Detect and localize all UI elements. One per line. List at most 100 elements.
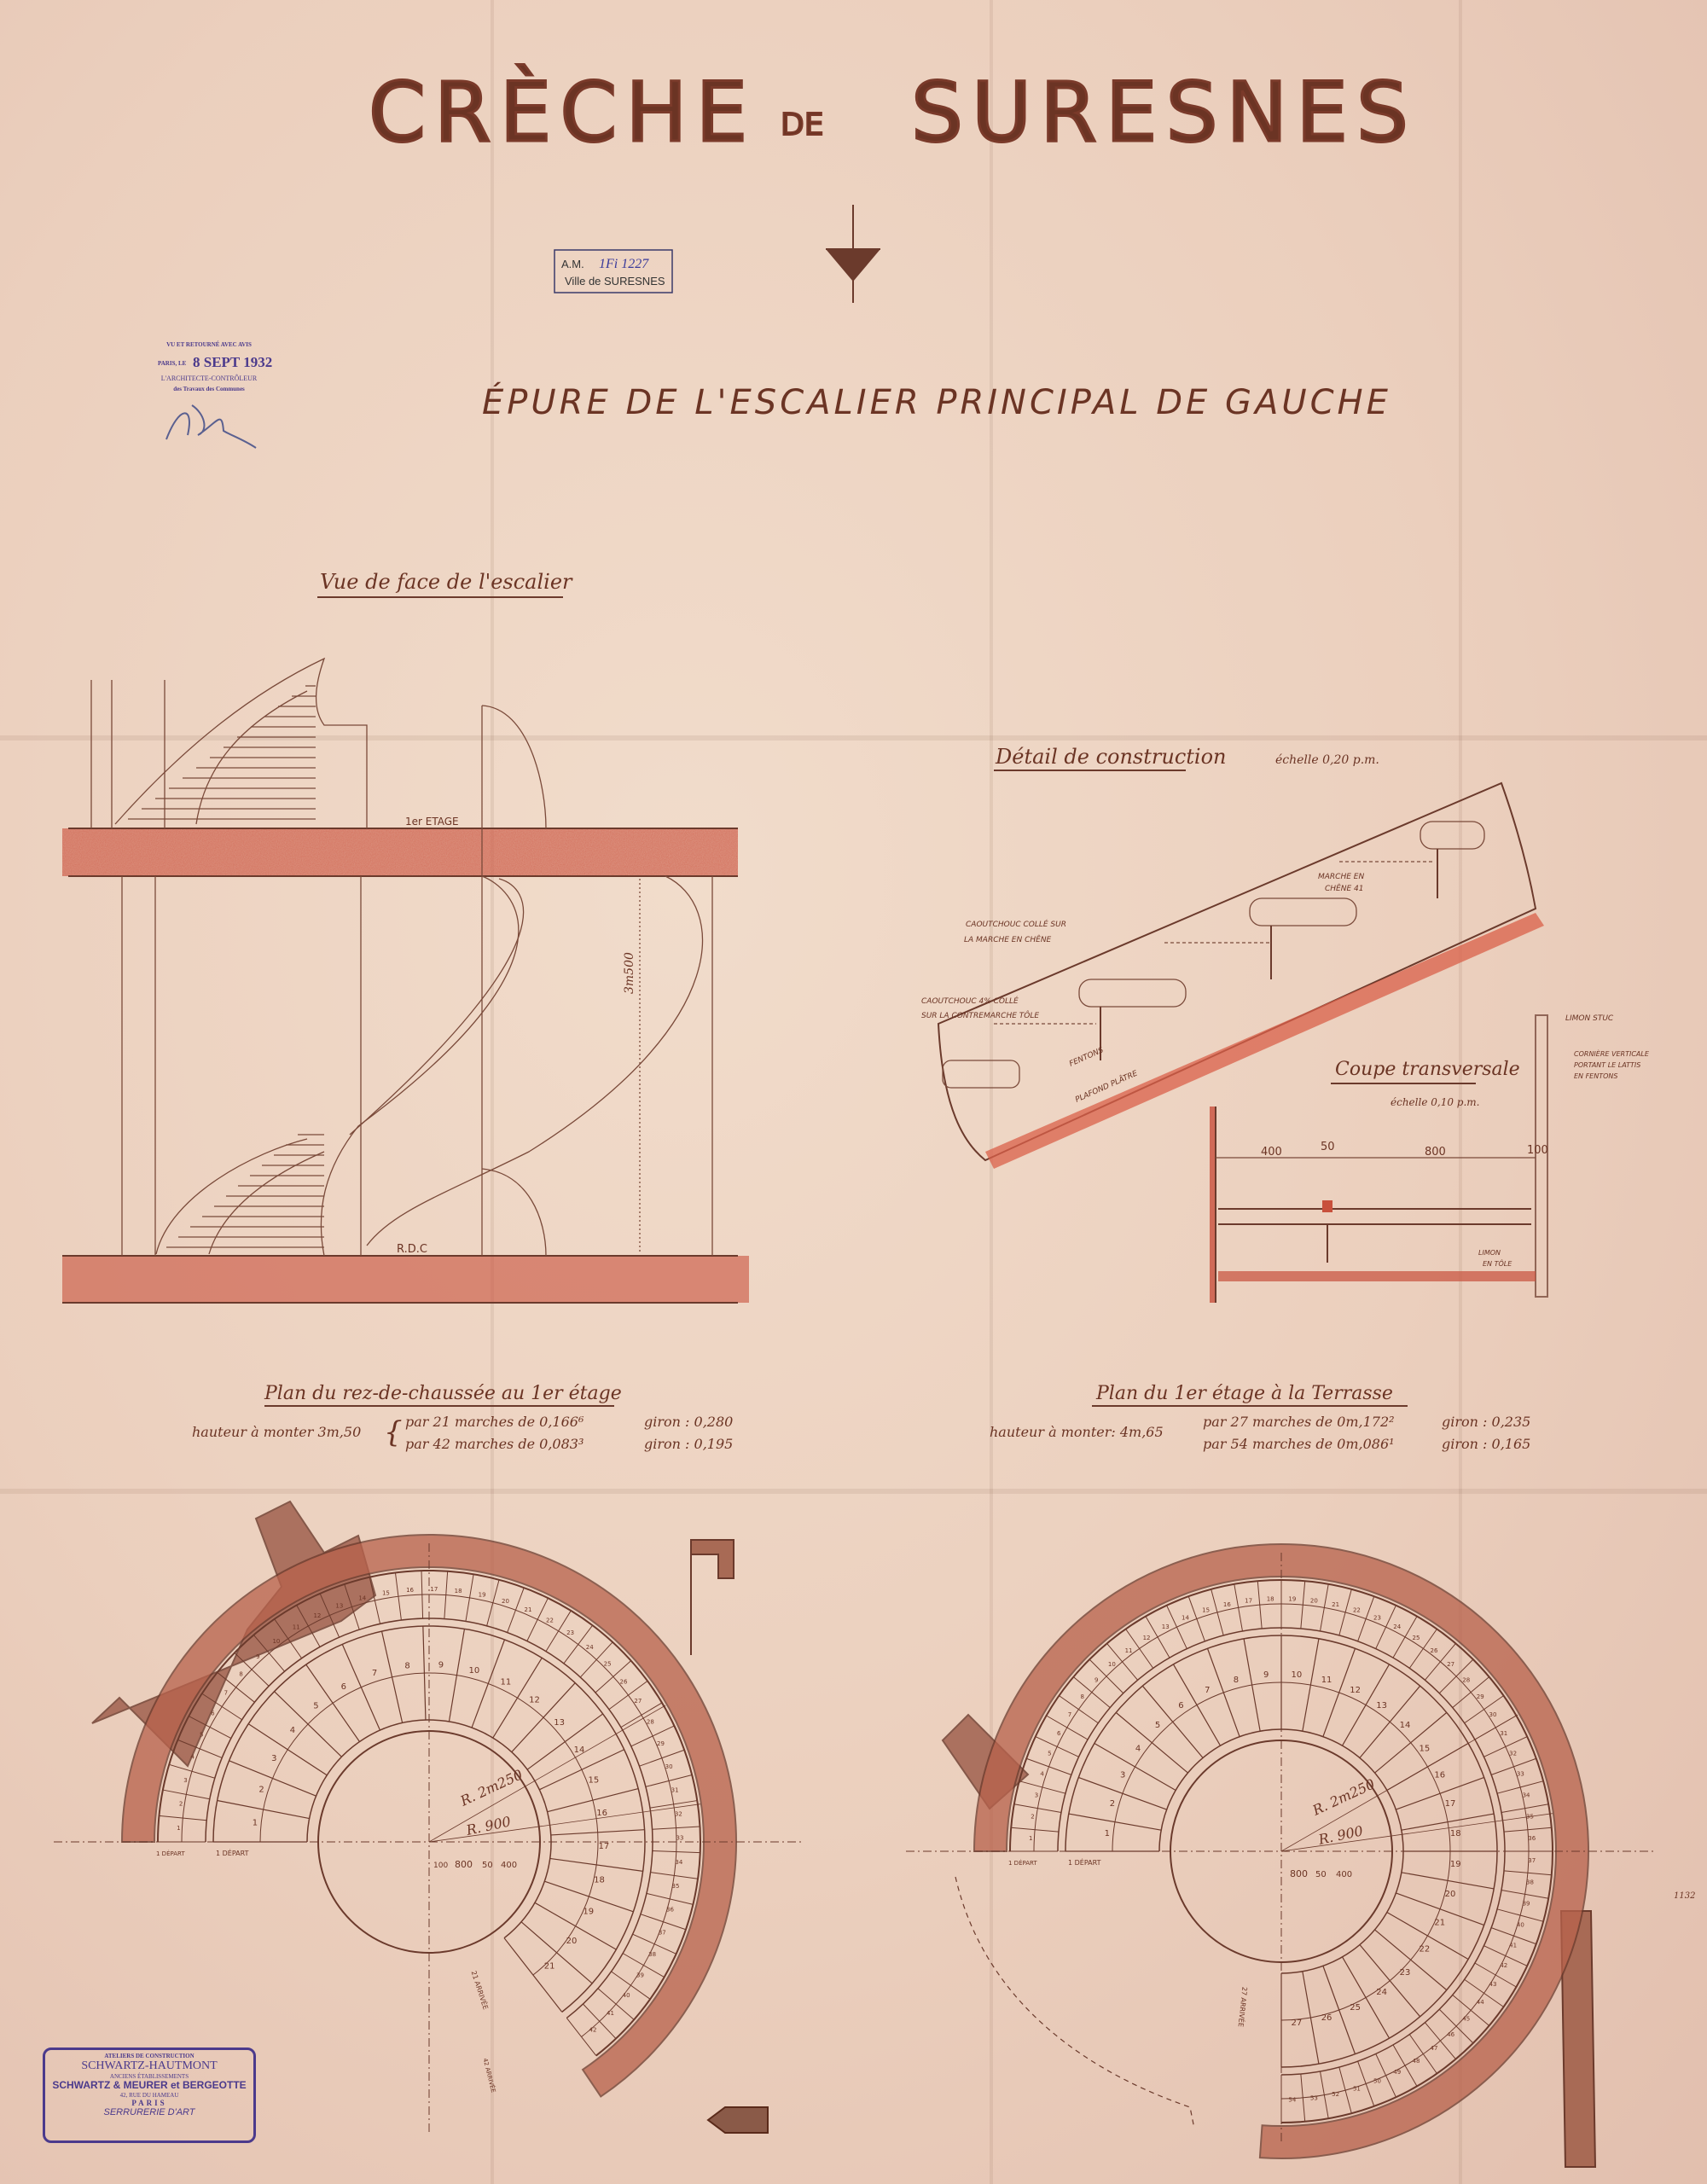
step-number: 51 xyxy=(1353,2085,1361,2092)
tread-line xyxy=(1401,1872,1495,1890)
step-number: 12 xyxy=(529,1695,540,1705)
step-number: 17 xyxy=(1245,1598,1252,1605)
tread-line xyxy=(217,1799,310,1820)
tread-line xyxy=(1396,1892,1484,1926)
plan-left-giron2: giron : 0,195 xyxy=(644,1436,733,1452)
step-number: 21 xyxy=(544,1962,555,1972)
step-number: 27 xyxy=(1291,2018,1302,2028)
step-number: 40 xyxy=(623,1992,630,1999)
stair-well xyxy=(317,1730,541,1954)
tread-line xyxy=(1187,1596,1205,1641)
step-number: 7 xyxy=(372,1669,377,1678)
step-number: 38 xyxy=(648,1951,656,1958)
plan-right-height: hauteur à monter: 4m,65 xyxy=(990,1424,1164,1440)
tread-line xyxy=(1341,1956,1391,2039)
step-number: 3 xyxy=(183,1777,187,1784)
tread-line xyxy=(652,1826,700,1830)
step-number: 31 xyxy=(671,1786,679,1793)
archive-ref-prefix: A.M. xyxy=(561,258,584,270)
maker-line6: PARIS xyxy=(131,2099,167,2108)
maker-line4: SCHWARTZ & MEURER et BERGEOTTE xyxy=(52,2079,247,2092)
elevation-title: Vue de face de l'escalier xyxy=(320,570,573,594)
tread-line xyxy=(547,1787,639,1813)
step-number: 29 xyxy=(657,1740,665,1747)
step-number: 12 xyxy=(1143,1635,1151,1641)
tread-line xyxy=(526,1713,604,1770)
label-caoutchouc-marche-1: CAOUTCHOUC COLLÉ SUR xyxy=(966,919,1066,929)
tread-line xyxy=(511,1682,576,1753)
step-number: 17 xyxy=(430,1586,438,1593)
plan-right-drawing: R. 2m250 R. 900 800 50 400 1 DÉPART 1 DÉ… xyxy=(906,1543,1657,2168)
step-number: 13 xyxy=(335,1602,343,1609)
tread-line xyxy=(1013,1804,1062,1813)
step-number: 54 xyxy=(1288,2097,1296,2104)
step-number: 19 xyxy=(479,1592,486,1599)
subtitle: ÉPURE DE L'ESCALIER PRINCIPAL DE GAUCHE xyxy=(482,381,1391,422)
step-number: 36 xyxy=(666,1907,674,1914)
tread-line xyxy=(1425,2022,1456,2059)
title-de: DE xyxy=(781,107,823,142)
step-number: 52 xyxy=(1332,2091,1339,2098)
step-number: 7 xyxy=(224,1690,228,1697)
step-number: 9 xyxy=(256,1653,259,1660)
plan-geometry xyxy=(54,1534,804,2132)
step-number: 5 xyxy=(1048,1750,1051,1757)
step-number: 41 xyxy=(607,2010,614,2017)
plan-left-radius-outer: R. 2m250 xyxy=(457,1766,525,1809)
step-number: 30 xyxy=(1489,1711,1496,1718)
step-number: 47 xyxy=(1431,2045,1438,2052)
plan-left-header: Plan du rez-de-chaussée au 1er étage hau… xyxy=(192,1383,733,1452)
tread-line xyxy=(1474,1962,1517,1988)
step-number: 14 xyxy=(358,1595,366,1602)
tread-line xyxy=(622,1953,665,1978)
tread-line xyxy=(534,1902,617,1950)
step-number: 14 xyxy=(1182,1614,1189,1621)
tread-line xyxy=(1145,1616,1170,1658)
label-limon-stuc: LIMON STUC xyxy=(1565,1014,1614,1023)
step-number: 40 xyxy=(1517,1921,1524,1928)
step-number: 19 xyxy=(1450,1860,1461,1869)
tread-line xyxy=(1464,1978,1504,2007)
tread-line xyxy=(1438,2008,1474,2044)
step-number: 16 xyxy=(406,1587,414,1594)
step-number: 32 xyxy=(675,1810,682,1817)
plan-left-depart-inner: 1 DÉPART xyxy=(216,1848,249,1857)
step-number: 11 xyxy=(293,1624,300,1631)
tread-line xyxy=(344,1583,360,1630)
step-number: 16 xyxy=(1434,1770,1445,1780)
entrance-arrow-icon xyxy=(706,2106,769,2134)
tread-line xyxy=(632,1933,676,1955)
approval-stamp: VU ET RETOURNÉ AVEC AVIS PARIS, LE 8 SEP… xyxy=(158,341,272,392)
step-number: 15 xyxy=(1202,1607,1210,1614)
plan-left-dim-800: 800 xyxy=(455,1859,473,1870)
tread-line xyxy=(566,2018,597,2056)
tread-line xyxy=(646,1892,694,1905)
stair-well xyxy=(1170,1740,1393,1963)
tread-line xyxy=(1408,1629,1437,1669)
tread-line xyxy=(471,1639,506,1728)
step-number: 37 xyxy=(1528,1857,1536,1864)
step-number: 27 xyxy=(634,1698,642,1705)
tread-line xyxy=(247,1723,328,1776)
plan-left-dim-100: 100 xyxy=(433,1862,448,1870)
maker-line1: ATELIERS DE CONSTRUCTION xyxy=(104,2053,195,2059)
step-number: 10 xyxy=(1291,1670,1302,1680)
wall xyxy=(973,1543,1589,2159)
step-number: 25 xyxy=(1413,1635,1420,1641)
step-number: 3 xyxy=(271,1754,276,1763)
step-number: 21 xyxy=(1434,1919,1445,1928)
step-number: 2 xyxy=(179,1801,183,1808)
tread-line xyxy=(465,1574,474,1622)
height-dimension: 3m500 xyxy=(623,952,636,994)
step-number: 8 xyxy=(404,1662,409,1671)
step-number: 39 xyxy=(1523,1901,1530,1908)
tread-line xyxy=(159,1815,207,1821)
step-number: 9 xyxy=(1094,1676,1098,1683)
tread-line xyxy=(1503,1827,1552,1833)
step-number: 11 xyxy=(500,1678,511,1687)
tread-line xyxy=(1338,1589,1352,1636)
step-number: 10 xyxy=(1108,1661,1116,1668)
step-number: 23 xyxy=(1400,1968,1411,1978)
wall-return xyxy=(690,1539,734,1655)
step-number: 46 xyxy=(1447,2031,1454,2038)
